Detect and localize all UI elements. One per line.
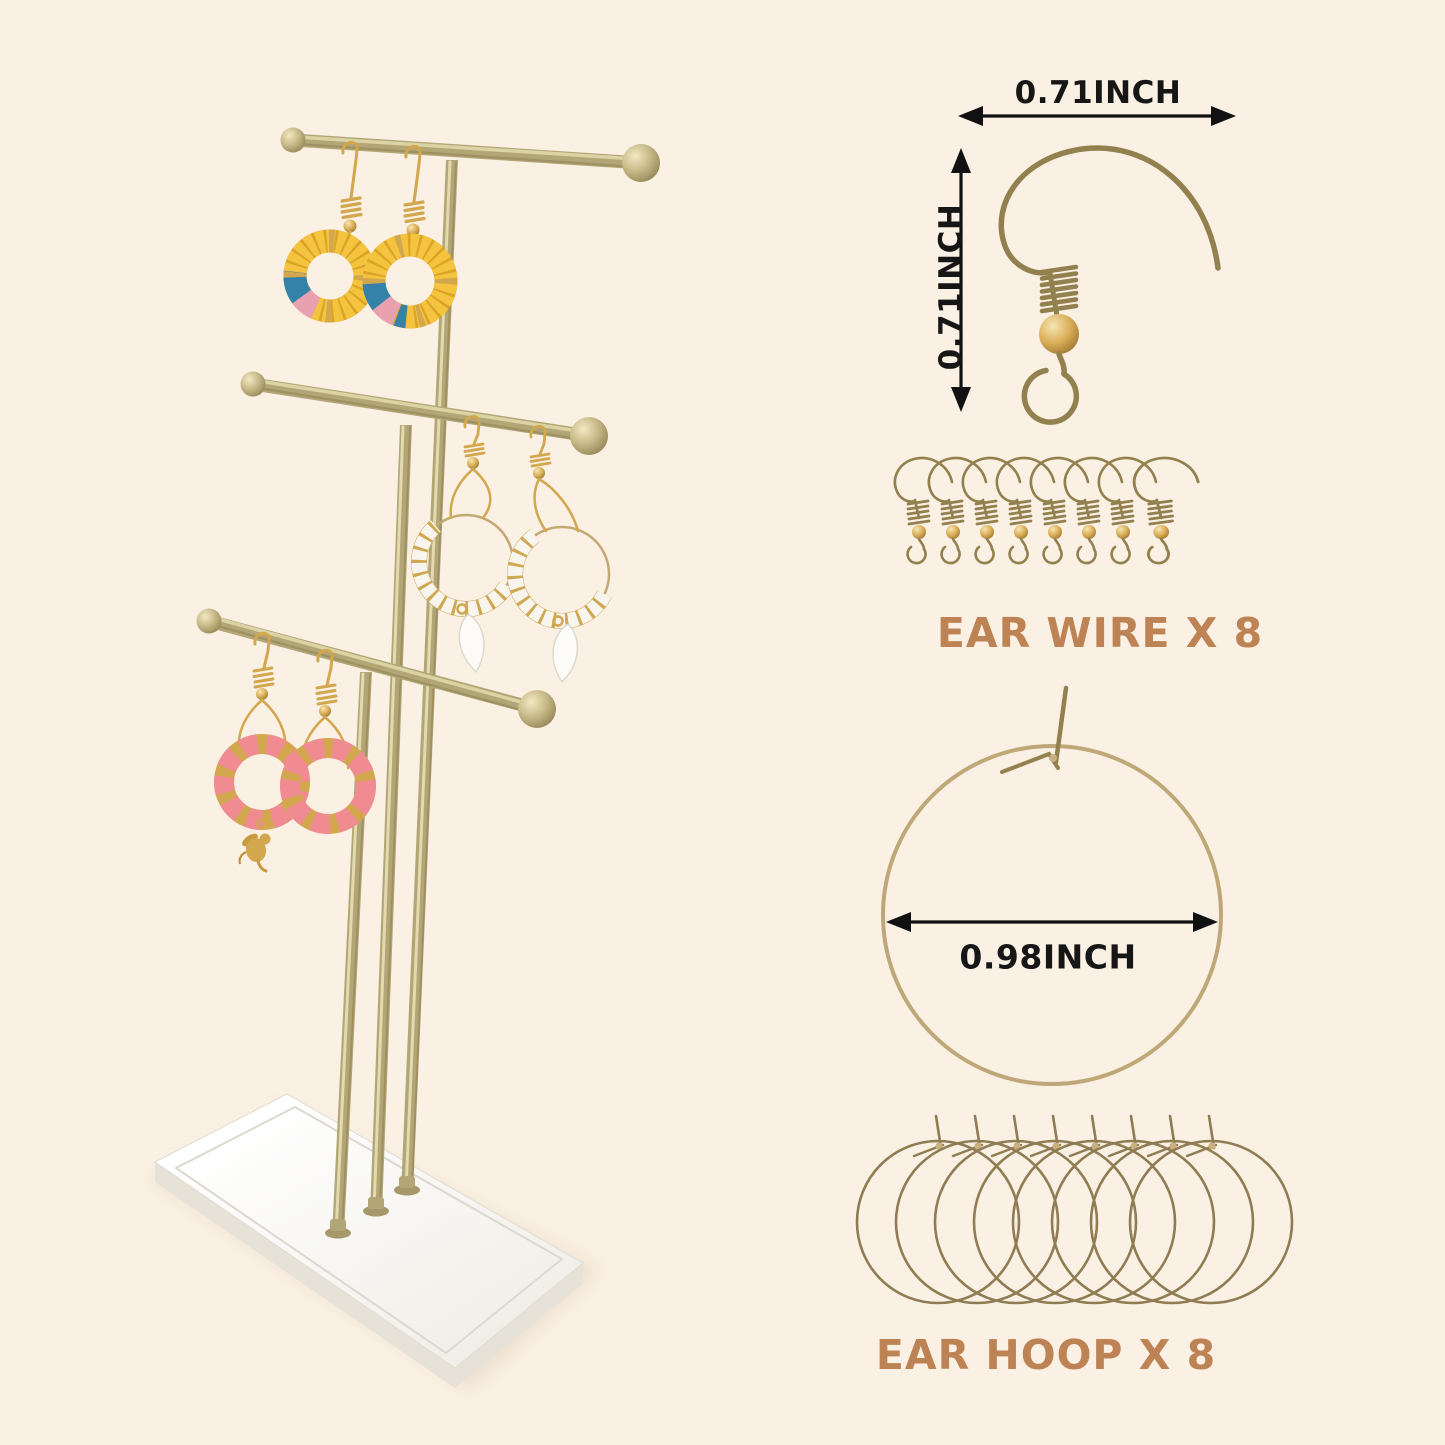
ear-hoop-diameter-label: 0.98INCH [959, 937, 1137, 977]
ear-hoop-row [855, 1114, 1294, 1305]
ear-hoop-diagram [881, 685, 1223, 1086]
cupid-charm [238, 833, 271, 873]
ear-wire-width-label: 0.71INCH [1014, 75, 1182, 111]
middle-bar [240, 371, 608, 455]
top-bar [280, 127, 660, 182]
ear-wire-diagram [951, 106, 1236, 425]
earrings-pink-pair [214, 632, 376, 873]
earring-white-left [411, 415, 515, 673]
ear-hoop-count-caption: EAR HOOP X 8 [875, 1331, 1217, 1379]
tray-base [154, 1093, 584, 1388]
bottom-bar [196, 608, 556, 728]
pole-flanges [325, 1176, 420, 1239]
earring-yellow-left [283, 141, 377, 323]
ear-wire-count-caption: EAR WIRE X 8 [936, 609, 1264, 657]
earring-pink-right [280, 649, 376, 834]
earring-white-right [507, 425, 612, 683]
earring-yellow-right [362, 145, 458, 329]
earrings-white-pair [411, 415, 612, 683]
diameter-arrow [886, 912, 1218, 932]
width-arrow [958, 106, 1236, 126]
ear-wire-large [998, 145, 1221, 425]
jewelry-stand [150, 127, 660, 1390]
ear-wire-height-label: 0.71INCH [933, 203, 969, 371]
ear-wire-row [893, 456, 1200, 565]
height-arrow [951, 148, 971, 412]
earrings-yellow-pair [283, 141, 458, 329]
